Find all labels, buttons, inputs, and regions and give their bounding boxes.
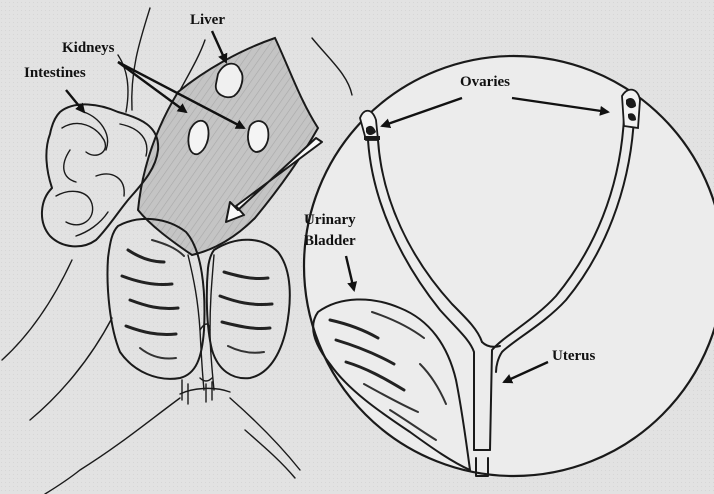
label-urinary: Urinary — [304, 212, 356, 228]
label-intestines: Intestines — [24, 65, 86, 81]
ovary-right — [622, 90, 640, 128]
label-ovaries: Ovaries — [460, 74, 510, 90]
label-uterus: Uterus — [552, 348, 595, 364]
kidney-right — [248, 121, 268, 152]
label-liver: Liver — [190, 12, 225, 28]
label-bladder: Bladder — [304, 233, 356, 249]
label-kidneys: Kidneys — [62, 40, 115, 56]
